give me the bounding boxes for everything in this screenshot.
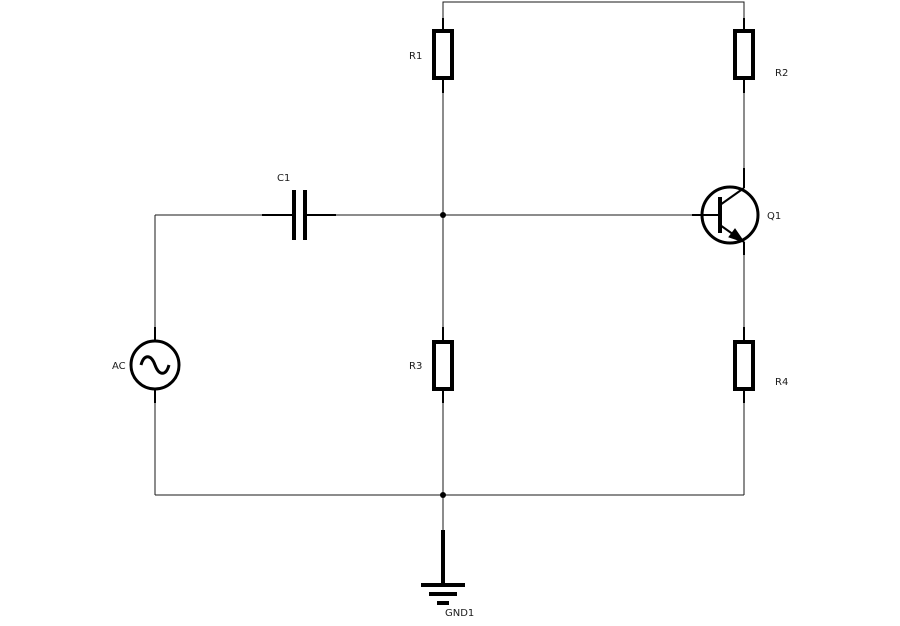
r4-label: R4 [775, 377, 788, 388]
gnd-label: GND1 [445, 608, 474, 619]
junction-dot [440, 492, 446, 498]
r3-label: R3 [409, 361, 422, 372]
junction-dot [440, 212, 446, 218]
ac-label: AC [112, 361, 126, 372]
r2-label: R2 [775, 68, 788, 79]
ac-source-icon: AC [112, 327, 181, 403]
ground-icon: GND1 [421, 530, 474, 619]
wires [154, 1, 745, 530]
npn-transistor-icon: Q1 [692, 168, 781, 255]
emitter-arrow [728, 228, 746, 243]
c1-label: C1 [277, 173, 290, 184]
resistor-r4: R4 [733, 327, 788, 403]
resistor-r1: R1 [409, 18, 454, 107]
resistor-r3: R3 [409, 327, 454, 403]
resistor-r2: R2 [733, 18, 788, 93]
r1-label: R1 [409, 51, 422, 62]
wire-top-rail [442, 1, 745, 18]
q1-label: Q1 [767, 211, 781, 222]
capacitor-c1: C1 [262, 173, 336, 240]
